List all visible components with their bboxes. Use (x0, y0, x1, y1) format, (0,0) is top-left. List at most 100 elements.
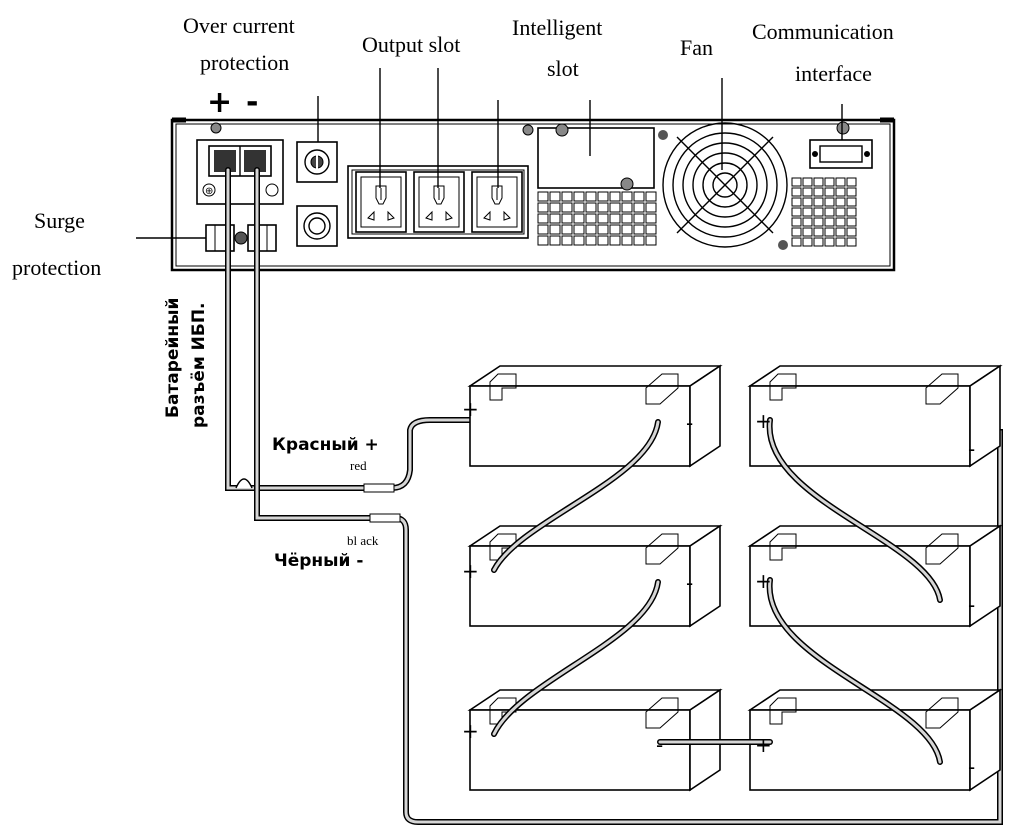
vent-cell (846, 227, 857, 237)
vent-cell (802, 177, 813, 187)
vent-cell (573, 235, 585, 246)
battery-4 (749, 525, 1001, 627)
vent-grid-left (537, 191, 657, 246)
vent-cell (802, 207, 813, 217)
black-lead-label-en: bl ack (347, 533, 379, 548)
vent-cell (549, 235, 561, 246)
output-socket-3 (471, 171, 523, 233)
vent-cell (835, 227, 846, 237)
vent-cell (549, 224, 561, 235)
labels: Over current protection Output slot Inte… (12, 13, 894, 571)
vent-cell (846, 207, 857, 217)
red-lead-label-en: red (350, 458, 367, 473)
terminal-plus: + (462, 559, 479, 583)
vent-cell (621, 213, 633, 224)
vent-cell (791, 177, 802, 187)
vent-cell (645, 191, 657, 202)
ups-rear-panel: ⊕ (170, 117, 896, 272)
communication-port (809, 121, 873, 169)
vent-cell (835, 187, 846, 197)
surge-protection-label-line2: protection (12, 255, 101, 280)
screw-icon (210, 122, 222, 134)
vent-cell (802, 197, 813, 207)
terminal-plus: + (755, 569, 772, 593)
vent-cell (633, 202, 645, 213)
vent-cell (609, 191, 621, 202)
vent-cell (846, 217, 857, 227)
battery-connector-label-line1: Батарейный (163, 298, 183, 418)
callout-lines (136, 68, 843, 239)
vent-cell (802, 227, 813, 237)
vent-cell (813, 237, 824, 247)
vent-cell (561, 191, 573, 202)
vent-cell (585, 191, 597, 202)
vent-cell (537, 202, 549, 213)
intelligent-slot-cover (522, 123, 655, 191)
vent-cell (633, 235, 645, 246)
terminal-minus: - (686, 571, 693, 595)
intelligent-slot-label-line2: slot (547, 56, 579, 81)
vent-cell (835, 177, 846, 187)
vent-cell (791, 227, 802, 237)
vent-cell (791, 207, 802, 217)
reset-button (296, 205, 338, 247)
over-current-label-line2: protection (200, 50, 289, 75)
vent-cell (609, 224, 621, 235)
vent-cell (561, 213, 573, 224)
vent-cell (645, 224, 657, 235)
surge-protection-label-line1: Surge (34, 208, 85, 233)
vent-cell (846, 187, 857, 197)
black-lead-label-ru: Чёрный - (274, 551, 363, 571)
vent-cell (609, 235, 621, 246)
terminal-signs: + - + - + - + - + - + - (462, 397, 975, 779)
vent-cell (561, 224, 573, 235)
vent-cell (585, 224, 597, 235)
terminal-minus: - (686, 411, 693, 435)
vent-cell (633, 191, 645, 202)
vent-cell (813, 207, 824, 217)
communication-label-line1: Communication (752, 19, 894, 44)
vent-cell (585, 213, 597, 224)
battery-connector-label-line2: разъём ИБП. (189, 302, 209, 428)
red-lead-label-ru: Красный + (272, 435, 379, 455)
over-current-breaker (296, 141, 338, 183)
vent-cell (824, 227, 835, 237)
vent-cell (573, 213, 585, 224)
vent-cell (813, 217, 824, 227)
vent-cell (645, 235, 657, 246)
vent-cell (835, 237, 846, 247)
vent-cell (573, 202, 585, 213)
vent-cell (573, 224, 585, 235)
vent-cell (802, 237, 813, 247)
vent-cell (824, 187, 835, 197)
battery-1 (469, 365, 721, 467)
vent-cell (813, 187, 824, 197)
terminal-plus: + (755, 409, 772, 433)
vent-cell (549, 202, 561, 213)
vent-cell (791, 187, 802, 197)
vent-cell (585, 202, 597, 213)
output-socket-2 (413, 171, 465, 233)
terminal-plus: + (462, 397, 479, 421)
vent-cell (824, 217, 835, 227)
battery-connector-socket: ⊕ (196, 139, 284, 205)
vent-cell (824, 197, 835, 207)
terminal-minus: - (656, 733, 663, 757)
vent-cell (645, 202, 657, 213)
vent-cell (537, 191, 549, 202)
vent-cell (824, 207, 835, 217)
vent-cell (549, 191, 561, 202)
vent-cell (802, 187, 813, 197)
vent-cell (645, 213, 657, 224)
vent-cell (621, 224, 633, 235)
over-current-label-line1: Over current (183, 13, 295, 38)
vent-cell (633, 224, 645, 235)
battery-3 (469, 525, 721, 627)
vent-cell (549, 213, 561, 224)
output-slot-label: Output slot (362, 32, 460, 57)
fan-icon (658, 122, 788, 250)
vent-cell (846, 177, 857, 187)
intelligent-slot-label-line1: Intelligent (512, 15, 602, 40)
battery-cables (225, 167, 1003, 825)
